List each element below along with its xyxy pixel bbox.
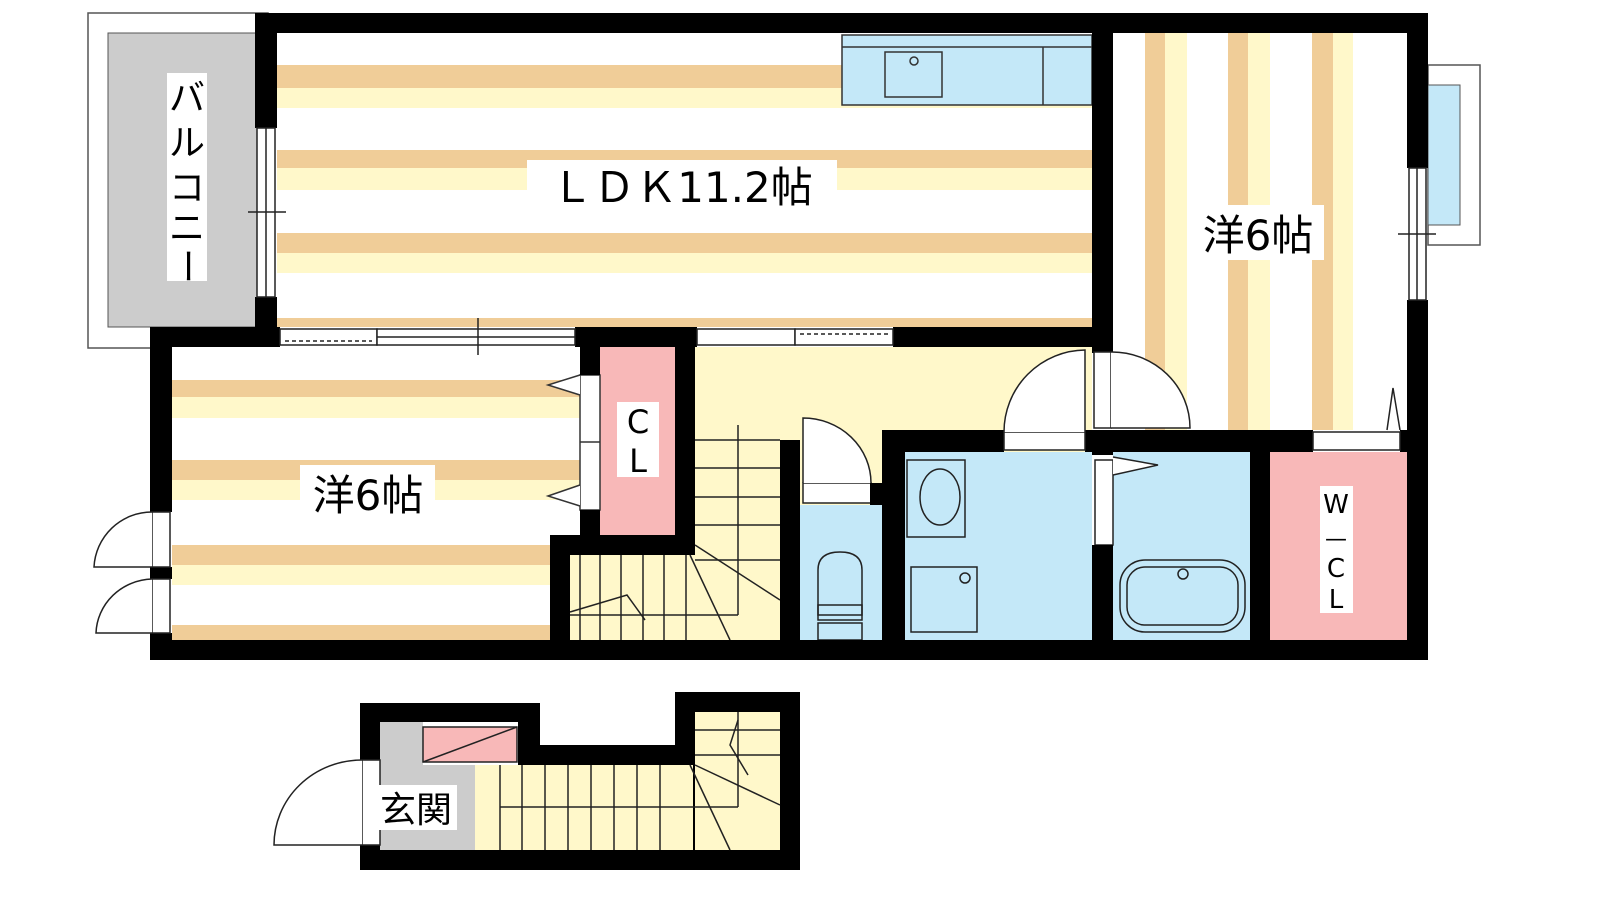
wcl-door[interactable] <box>1312 431 1401 451</box>
washroom-door[interactable] <box>1003 349 1086 433</box>
entrance-label: 玄関 <box>380 790 452 831</box>
wcl-label-w: W <box>1323 490 1349 520</box>
balcony-label-3: コ <box>169 168 205 209</box>
staircase <box>569 425 781 641</box>
entrance-floor: 玄関 <box>273 692 800 870</box>
toilet-door[interactable] <box>802 417 872 484</box>
balcony-label-1: バ <box>169 78 205 119</box>
western-room-right: 洋6帖 <box>1113 33 1481 430</box>
toilet-icon <box>817 551 863 621</box>
balcony-label-2: ル <box>169 123 205 164</box>
balcony: バ ル コ ニ ー <box>87 12 269 349</box>
right-room-door[interactable] <box>1110 351 1191 429</box>
windows-doors <box>93 127 1436 634</box>
wcl-label-dash: — <box>1325 527 1347 552</box>
western-room-left: 洋6帖 <box>172 347 580 640</box>
bathtub-icon <box>1119 559 1246 633</box>
entrance-stairs <box>499 712 781 851</box>
balcony-label-5: ー <box>166 248 207 284</box>
entrance-door[interactable] <box>273 759 363 846</box>
toilet-room <box>800 417 882 641</box>
kitchen-counter <box>841 34 1093 106</box>
wcl-label-c: C <box>1327 554 1345 584</box>
washing-machine-icon <box>910 566 978 633</box>
left-door-2[interactable] <box>95 578 153 634</box>
closet-label-l: L <box>629 442 647 480</box>
walk-in-closet: W — C L <box>1270 452 1407 640</box>
western-room-right-label: 洋6帖 <box>1203 211 1314 260</box>
western-room-left-label: 洋6帖 <box>313 471 424 520</box>
walls <box>150 13 1428 660</box>
left-door-1[interactable] <box>93 511 153 568</box>
sink-icon <box>884 51 943 98</box>
ldk-label: ＬＤＫ11.2帖 <box>551 163 813 212</box>
washroom <box>905 452 1092 640</box>
closet-label-c: C <box>627 403 649 441</box>
balcony-label-4: ニ <box>169 208 205 249</box>
bathroom <box>1094 452 1250 640</box>
ldk-room: ＬＤＫ11.2帖 <box>277 33 1093 327</box>
closet: C L <box>545 347 675 535</box>
wcl-label-l: L <box>1329 585 1344 615</box>
washbasin-icon <box>906 459 966 538</box>
